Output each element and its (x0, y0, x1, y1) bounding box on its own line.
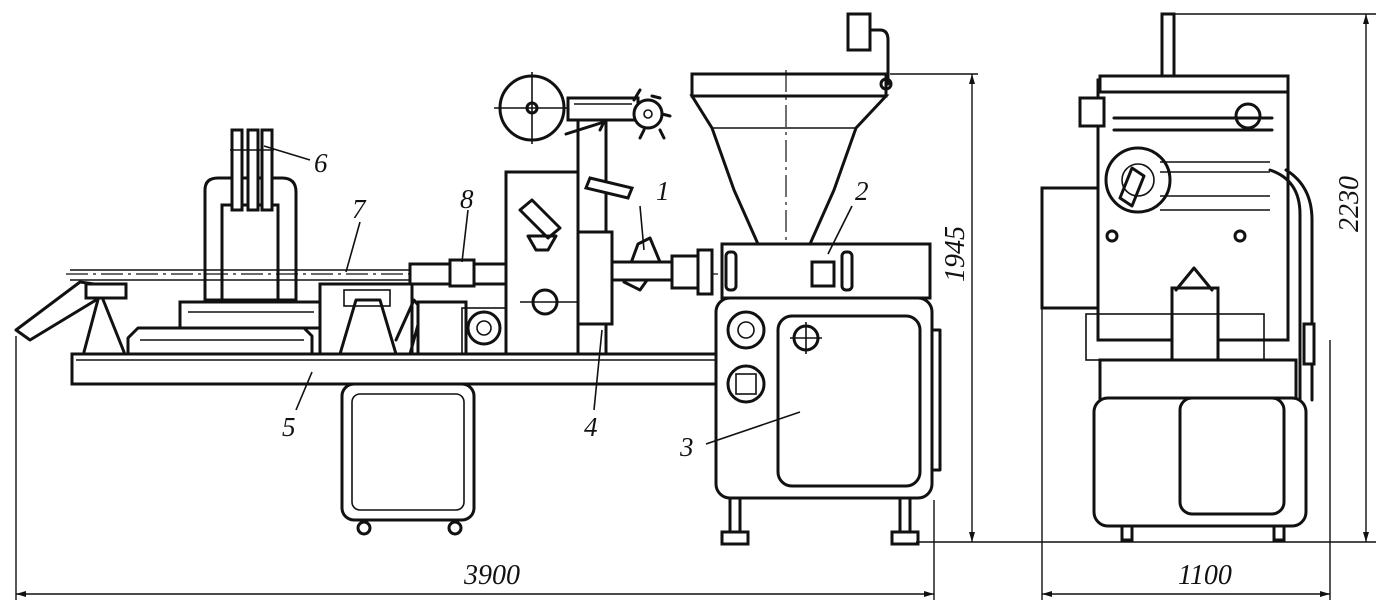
filler (689, 12, 942, 546)
side-view (1040, 12, 1316, 542)
label-5: 5 (282, 412, 296, 442)
leader-lines (263, 145, 853, 445)
label-6: 6 (314, 148, 328, 178)
clipper-unit (178, 128, 324, 330)
label-3: 3 (679, 432, 694, 462)
part-labels: 1 2 3 4 5 6 7 8 (282, 148, 869, 462)
label-4: 4 (584, 412, 598, 442)
dimension-width: 1100 (1178, 560, 1232, 591)
label-1: 1 (656, 176, 670, 206)
dimension-labels: 3900 1100 1945 2230 (463, 176, 1365, 591)
label-8: 8 (460, 184, 474, 214)
twisting-unit (318, 282, 507, 356)
label-7: 7 (352, 194, 367, 224)
front-view (14, 12, 942, 546)
label-2: 2 (855, 176, 869, 206)
dimension-total-height: 2230 (1334, 176, 1365, 232)
dimensions (15, 13, 1376, 600)
dimension-length: 3900 (463, 560, 520, 591)
linker-frame (494, 72, 714, 356)
conveyor-table (14, 280, 734, 386)
dimension-height: 1945 (940, 226, 971, 282)
cart (340, 382, 476, 536)
